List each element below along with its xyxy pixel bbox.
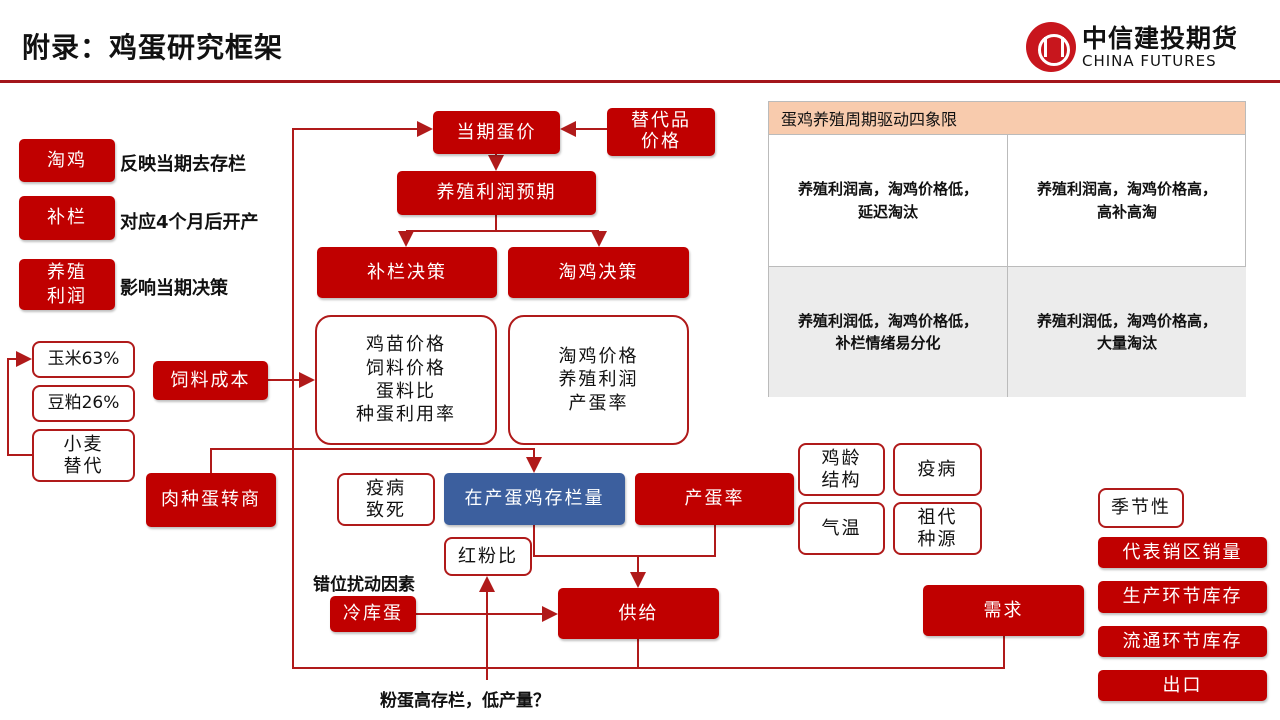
node-circulation-inventory: 流通环节库存 bbox=[1098, 626, 1267, 657]
node-cull-factors: 淘鸡价格 养殖利润 产蛋率 bbox=[508, 315, 689, 445]
legend-desc-profit: 影响当期决策 bbox=[120, 278, 228, 299]
node-substitute: 替代品 价格 bbox=[607, 108, 715, 156]
breeder-arrow bbox=[210, 448, 542, 473]
node-temperature: 气温 bbox=[798, 502, 885, 555]
node-cull-decision: 淘鸡决策 bbox=[508, 247, 689, 298]
quadrant-title: 蛋鸡养殖周期驱动四象限 bbox=[769, 102, 1245, 134]
quadrant-cell: 养殖利润低，淘鸡价格低， 补栏情绪易分化 bbox=[769, 266, 1008, 397]
node-layer-inventory: 在产蛋鸡存栏量 bbox=[444, 473, 625, 525]
company-logo: 中信建投期货 CHINA FUTURES bbox=[1026, 22, 1238, 72]
question-label: 粉蛋高存栏，低产量？ bbox=[380, 691, 550, 711]
node-disease: 疫病 bbox=[893, 443, 982, 496]
node-sales-volume: 代表销区销量 bbox=[1098, 537, 1267, 568]
node-supply: 供给 bbox=[558, 588, 719, 639]
page-title: 附录：鸡蛋研究框架 bbox=[22, 31, 284, 64]
quadrant-cell: 养殖利润高，淘鸡价格低， 延迟淘汰 bbox=[769, 134, 1008, 266]
node-seasonality: 季节性 bbox=[1098, 488, 1184, 528]
node-production-inventory: 生产环节库存 bbox=[1098, 581, 1267, 613]
legend-desc-cull: 反映当期去存栏 bbox=[120, 154, 246, 175]
grain-bracket-arrow bbox=[7, 351, 32, 456]
legend-tag-restock: 补栏 bbox=[19, 196, 115, 240]
node-corn: 玉米63% bbox=[32, 341, 135, 378]
node-grandparent: 祖代 种源 bbox=[893, 502, 982, 555]
profit-split-line bbox=[406, 215, 599, 232]
quadrant-cell: 养殖利润高，淘鸡价格高， 高补高淘 bbox=[1008, 134, 1246, 266]
logo-cn: 中信建投期货 bbox=[1082, 23, 1239, 53]
legend-tag-profit: 养殖 利润 bbox=[19, 259, 115, 310]
node-restock-factors: 鸡苗价格 饲料价格 蛋料比 种蛋利用率 bbox=[315, 315, 497, 445]
node-current-price: 当期蛋价 bbox=[433, 111, 560, 154]
node-cold-storage: 冷库蛋 bbox=[330, 596, 416, 632]
quadrant-table: 蛋鸡养殖周期驱动四象限 养殖利润高，淘鸡价格低， 延迟淘汰 养殖利润高，淘鸡价格… bbox=[768, 101, 1246, 397]
node-profit-expect: 养殖利润预期 bbox=[397, 171, 596, 215]
node-laying-rate: 产蛋率 bbox=[635, 473, 794, 525]
header-divider bbox=[0, 80, 1280, 83]
node-breeder-transfer: 肉种蛋转商 bbox=[146, 473, 276, 527]
node-wheat: 小麦 替代 bbox=[32, 429, 135, 482]
node-demand: 需求 bbox=[923, 585, 1084, 636]
dislocation-label: 错位扰动因素 bbox=[313, 575, 415, 595]
logo-en: CHINA FUTURES bbox=[1082, 51, 1217, 70]
node-feed-cost: 饲料成本 bbox=[153, 361, 268, 400]
node-soymeal: 豆粕26% bbox=[32, 385, 135, 422]
node-export: 出口 bbox=[1098, 670, 1267, 701]
node-disease-death: 疫病 致死 bbox=[337, 473, 435, 526]
legend-desc-restock: 对应4个月后开产 bbox=[120, 212, 259, 233]
citic-logo-icon bbox=[1026, 22, 1076, 72]
node-red-pink-ratio: 红粉比 bbox=[444, 537, 532, 576]
node-restock-decision: 补栏决策 bbox=[317, 247, 497, 298]
quadrant-cell: 养殖利润低，淘鸡价格高， 大量淘汰 bbox=[1008, 266, 1246, 397]
feedback-loop-line bbox=[292, 121, 1005, 669]
inventory-rate-merge bbox=[533, 525, 716, 557]
node-age-structure: 鸡龄 结构 bbox=[798, 443, 885, 496]
legend-tag-cull: 淘鸡 bbox=[19, 139, 115, 182]
